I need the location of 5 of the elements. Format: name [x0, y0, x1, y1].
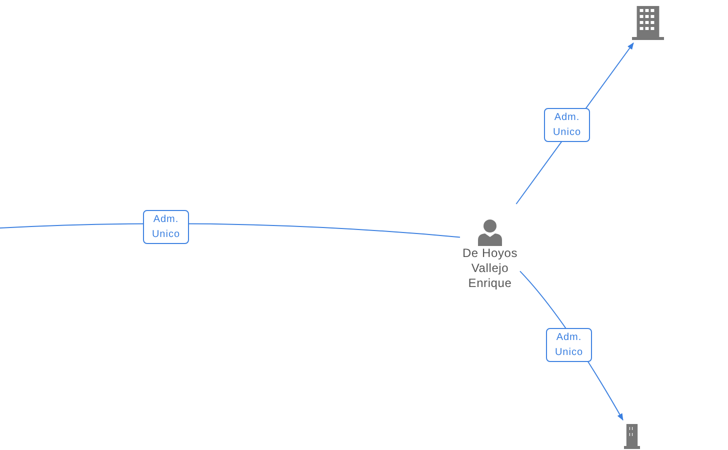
connector-line: [0, 223, 460, 238]
edge-label: Adm. Unico: [544, 108, 590, 142]
person-name: De Hoyos Vallejo Enrique: [461, 246, 519, 291]
edge-label: Adm. Unico: [143, 210, 189, 244]
edge-label: Adm. Unico: [546, 328, 592, 362]
